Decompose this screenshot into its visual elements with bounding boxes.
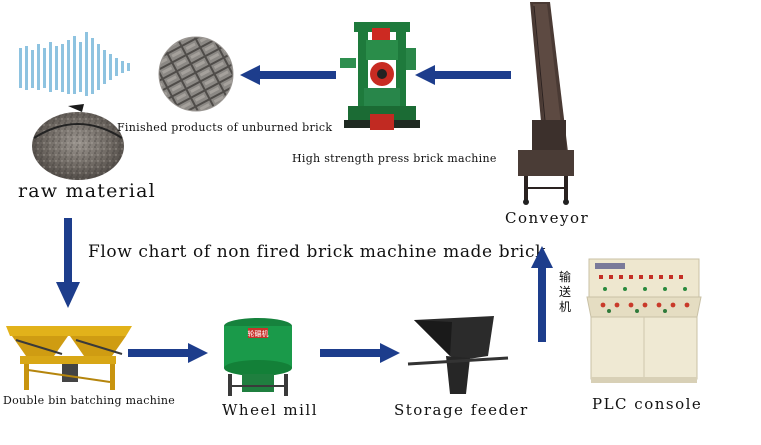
conveyor-image — [518, 2, 574, 205]
label-vertical-conveyor: 输送机 — [558, 270, 571, 314]
plc-console-image — [586, 258, 702, 383]
arrow-mill-to-feeder — [320, 343, 400, 363]
label-wheel-mill: Wheel mill — [222, 401, 319, 419]
finished-bricks-image — [158, 36, 234, 112]
raw-material-pile-image — [32, 104, 124, 180]
diagram-title: Flow chart of non fired brick machine ma… — [88, 242, 546, 262]
machine-plate-text: 轮碾机 — [248, 329, 269, 338]
label-finished-products: Finished products of unburned brick — [117, 121, 333, 134]
sand-bars-icon — [19, 32, 130, 96]
press-brick-machine-image — [340, 22, 420, 130]
label-batching-machine: Double bin batching machine — [3, 394, 176, 407]
storage-feeder-image — [407, 316, 509, 394]
arrow-raw-to-batching — [56, 218, 80, 308]
wheel-mill-image: 轮碾机 — [224, 318, 292, 396]
arrow-conveyor-to-press — [415, 65, 511, 85]
label-raw-material: raw material — [18, 180, 156, 202]
arrow-press-to-finished — [240, 65, 336, 85]
label-storage-feeder: Storage feeder — [394, 401, 529, 419]
label-press-machine: High strength press brick machine — [292, 152, 497, 165]
label-plc-console: PLC console — [592, 395, 703, 413]
batching-machine-image — [6, 326, 132, 390]
label-conveyor: Conveyor — [505, 209, 590, 227]
arrow-up-to-conveyor — [531, 246, 553, 342]
arrow-batching-to-mill — [128, 343, 208, 363]
